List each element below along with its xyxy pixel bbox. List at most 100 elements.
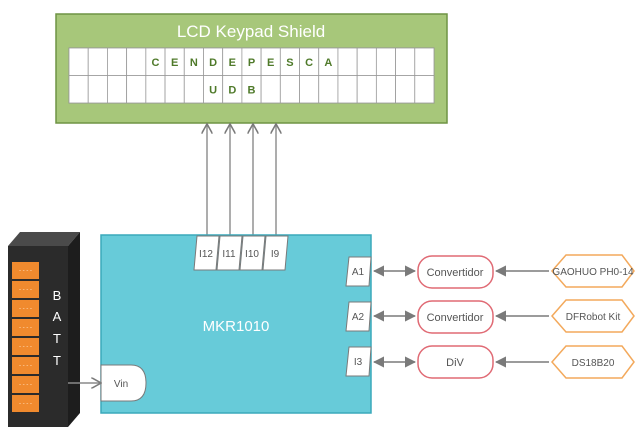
battery-letter-2: A xyxy=(53,309,62,324)
board-module-arrows xyxy=(372,265,417,368)
battery-cell-label: ---- xyxy=(18,382,32,389)
lcd-cell xyxy=(126,75,147,104)
lcd-char: D xyxy=(209,57,217,69)
battery-letter-4: T xyxy=(53,353,61,368)
lcd-cell xyxy=(87,47,108,76)
lcd-cell xyxy=(395,75,416,104)
pin-i3-label: I3 xyxy=(354,357,363,368)
lcd-char: E xyxy=(171,57,178,69)
lcd-char: B xyxy=(248,84,256,96)
battery-letter-1: B xyxy=(53,288,62,303)
pin-vin-label: Vin xyxy=(114,379,128,390)
lcd-char: C xyxy=(151,57,159,69)
pin-i12: I12 xyxy=(193,235,220,271)
battery-cell xyxy=(12,338,39,355)
pin-to-lcd-arrows xyxy=(207,125,276,236)
battery-cell-label: ---- xyxy=(18,306,32,313)
battery-cell-label: ---- xyxy=(18,344,32,351)
lcd-char: E xyxy=(229,57,236,69)
lcd-cell xyxy=(68,75,89,104)
battery-cell-label: ---- xyxy=(18,287,32,294)
battery-cell xyxy=(12,319,39,336)
module-div: DiV xyxy=(417,345,494,379)
lcd-char: C xyxy=(305,57,313,69)
lcd-cell xyxy=(337,75,358,104)
lcd-cell xyxy=(337,47,358,76)
lcd-cell xyxy=(164,75,185,104)
battery-side-face xyxy=(68,232,80,427)
lcd-cell xyxy=(375,75,396,104)
sensor-2-label: DFRobot Kit xyxy=(566,312,621,323)
lcd-char: N xyxy=(190,57,198,69)
battery-cell-label: ---- xyxy=(18,363,32,370)
lcd-cell xyxy=(279,75,300,104)
lcd-cell xyxy=(145,75,166,104)
battery-cell xyxy=(12,376,39,393)
lcd-cell xyxy=(299,75,320,104)
battery-cell xyxy=(12,281,39,298)
battery: -------------------------------- B A T T xyxy=(8,232,80,427)
sensor-3-label: DS18B20 xyxy=(572,358,615,369)
lcd-cell xyxy=(107,47,128,76)
battery-cell xyxy=(12,357,39,374)
module-3-label: DiV xyxy=(446,357,464,369)
module-2-label: Convertidor xyxy=(427,312,484,324)
lcd-char: S xyxy=(286,57,293,69)
pin-a1-label: A1 xyxy=(352,267,365,278)
lcd-cell xyxy=(107,75,128,104)
pin-i12-label: I12 xyxy=(199,249,213,260)
lcd-char: D xyxy=(228,84,236,96)
lcd-cell xyxy=(395,47,416,76)
modules: Convertidor Convertidor DiV xyxy=(417,255,494,379)
module-1-label: Convertidor xyxy=(427,267,484,279)
lcd-cell xyxy=(356,75,377,104)
top-pins: I12 I11 I10 I9 xyxy=(193,235,289,271)
battery-cell-label: ---- xyxy=(18,268,32,275)
pin-i11-label: I11 xyxy=(222,249,236,260)
lcd-cell xyxy=(375,47,396,76)
lcd-cell xyxy=(183,75,204,104)
lcd-cell xyxy=(356,47,377,76)
lcd-char: U xyxy=(209,84,217,96)
lcd-cell xyxy=(87,75,108,104)
mkr1010-board: MKR1010 I12 I11 I10 I9 A1 xyxy=(100,234,372,414)
lcd-cell xyxy=(68,47,89,76)
pin-i10-label: I10 xyxy=(245,249,259,260)
sensor-gaohuo: GAOHUO PH0-14 xyxy=(551,254,635,288)
battery-cells: -------------------------------- xyxy=(12,262,39,412)
pin-i3: I3 xyxy=(345,346,372,377)
sensors: GAOHUO PH0-14 DFRobot Kit DS18B20 xyxy=(551,254,635,379)
lcd-title: LCD Keypad Shield xyxy=(177,22,325,41)
pin-i9-label: I9 xyxy=(271,249,280,260)
lcd-cell xyxy=(318,75,339,104)
battery-cell xyxy=(12,300,39,317)
lcd-char: P xyxy=(248,57,255,69)
lcd-cell xyxy=(414,47,435,76)
battery-top-face xyxy=(8,232,80,246)
lcd-char: A xyxy=(324,57,332,69)
pin-i9: I9 xyxy=(262,235,289,271)
pin-a2-label: A2 xyxy=(352,312,365,323)
pin-i11: I11 xyxy=(216,235,243,271)
pin-i10: I10 xyxy=(239,235,266,271)
pin-a1: A1 xyxy=(345,256,372,287)
sensor-dfrobot: DFRobot Kit xyxy=(551,299,635,333)
module-convertidor-2: Convertidor xyxy=(417,300,494,334)
pin-vin: Vin xyxy=(100,364,147,402)
board-name: MKR1010 xyxy=(203,318,270,335)
sensor-ds18b20: DS18B20 xyxy=(551,345,635,379)
lcd-cell xyxy=(126,47,147,76)
battery-letter-3: T xyxy=(53,331,61,346)
lcd-char: E xyxy=(267,57,274,69)
battery-cell xyxy=(12,262,39,279)
sensor-1-label: GAOHUO PH0-14 xyxy=(552,267,634,278)
right-pins: A1 A2 I3 xyxy=(345,256,372,377)
pin-a2: A2 xyxy=(345,301,372,332)
battery-cell-label: ---- xyxy=(18,401,32,408)
lcd-cell xyxy=(260,75,281,104)
lcd-cell xyxy=(414,75,435,104)
sensor-module-arrows xyxy=(494,265,549,368)
